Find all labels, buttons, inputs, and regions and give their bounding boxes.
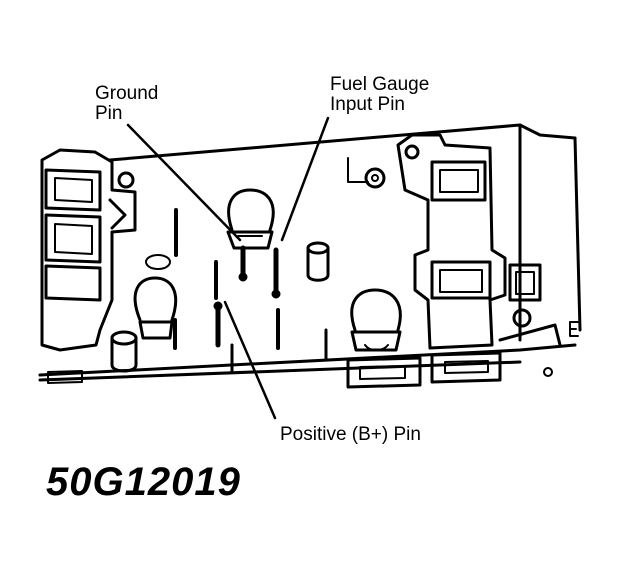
leader-lines [126,116,330,420]
edge-mark [569,321,579,337]
fuel-gauge-label-line2: Input Pin [330,94,405,115]
circuit-board [38,123,582,382]
figure-id: 50G12019 [46,460,241,504]
positive-pin-label: Positive (B+) Pin [280,424,421,445]
right-connector-housing [396,133,562,350]
bottom-connector-pads [47,351,553,389]
gauge-pins [173,245,328,374]
positive-pin-leader [223,300,277,420]
ground-pin-leader [126,123,242,242]
cylinder-posts [110,157,386,373]
ground-pin-label-line1: Ground [95,83,159,104]
left-connector-housing [40,148,137,352]
bulb-socket-right [350,288,402,352]
fuel-gauge-leader [280,116,330,242]
bulb-socket-left [133,254,178,340]
fuel-gauge-label-line1: Fuel Gauge [330,74,430,95]
bulb-socket-upper [226,188,275,250]
ground-pin-label-line2: Pin [95,103,123,124]
